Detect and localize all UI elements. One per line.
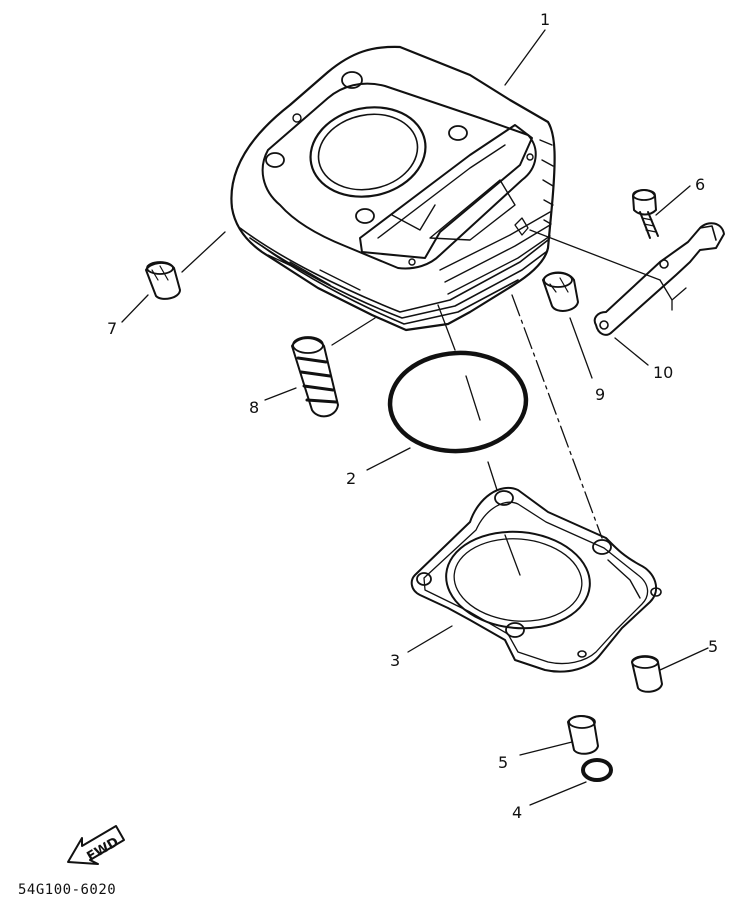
plate-bracket-10 <box>593 222 725 336</box>
leader-lines <box>121 29 709 806</box>
label-8: 8 <box>249 398 259 417</box>
small-o-ring-4 <box>581 758 613 782</box>
label-5a: 5 <box>708 637 718 656</box>
label-2: 2 <box>346 469 356 488</box>
o-ring-part <box>387 350 529 454</box>
dowel-pin-5b <box>567 715 599 755</box>
fwd-text: FWD <box>84 835 121 865</box>
knock-pin-8 <box>291 336 339 418</box>
gasket-part <box>410 487 662 673</box>
diagram-code: 54G100-6020 <box>18 882 116 898</box>
dowel-pin-5a <box>631 655 663 693</box>
bolt-6 <box>632 189 659 239</box>
part-labels: 1 2 3 4 5 5 6 7 8 9 10 <box>107 10 718 822</box>
dowel-pin-9 <box>542 271 579 312</box>
dowel-pin-7 <box>145 261 181 300</box>
label-1: 1 <box>540 10 550 29</box>
label-9: 9 <box>595 385 605 404</box>
label-7: 7 <box>107 319 117 338</box>
label-4: 4 <box>512 803 522 822</box>
fwd-arrow: FWD <box>67 825 125 865</box>
cylinder-part <box>230 45 556 332</box>
label-3: 3 <box>390 651 400 670</box>
label-6: 6 <box>695 175 705 194</box>
label-10: 10 <box>653 363 673 382</box>
label-5b: 5 <box>498 753 508 772</box>
